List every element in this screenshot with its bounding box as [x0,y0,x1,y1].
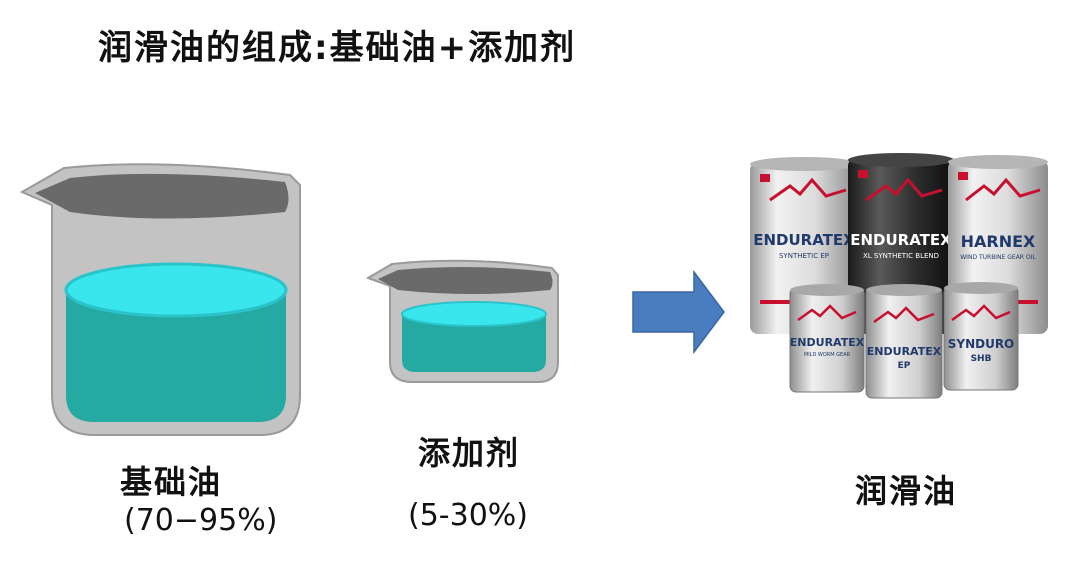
lubricant-products: ENDURATEX SYNTHETIC EP ENDURATEX XL SYNT… [750,153,1048,399]
arrow-right-icon [632,269,725,355]
drum-3-brand: HARNEX [961,232,1036,251]
base-oil-percent: (70−95%) [124,503,278,538]
pail-2: ENDURATEX EP [865,284,943,399]
base-oil-label: 基础油 [120,463,223,501]
pail-2-brand: ENDURATEX [867,345,942,358]
pail-1: ENDURATEX MILD WORM GEAR [789,284,865,393]
pail-3: SYNDURO SHB [943,282,1019,391]
drum-1-sub: SYNTHETIC EP [779,252,829,260]
pail-2-sub: EP [898,361,911,371]
drum-2-brand: ENDURATEX [850,231,952,249]
pail-1-brand: ENDURATEX [790,336,865,349]
drum-2-sub: XL SYNTHETIC BLEND [863,252,939,260]
pail-1-sub: MILD WORM GEAR [804,352,851,358]
drum-1-brand: ENDURATEX [753,231,855,249]
additive-percent: (5-30%) [408,498,528,533]
lubricant-label: 润滑油 [855,472,958,510]
additive-label: 添加剂 [418,434,521,472]
base-oil-beaker [19,163,301,436]
page-title: 润滑油的组成:基础油+添加剂 [98,28,577,68]
drum-3-sub: WIND TURBINE GEAR OIL [960,254,1036,261]
additive-beaker [365,259,559,383]
pail-3-brand: SYNDURO [948,337,1015,351]
pail-3-sub: SHB [971,354,992,364]
